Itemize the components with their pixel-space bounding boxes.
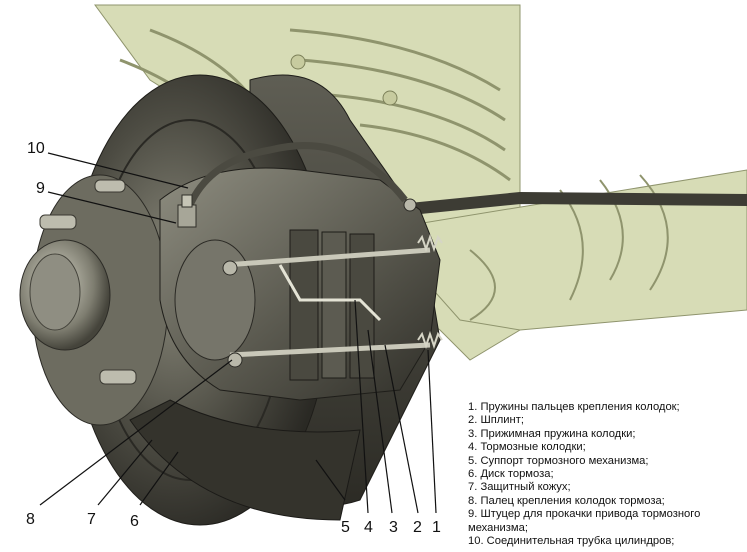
legend-item-8: 8. Палец крепления колодок тормоза; — [468, 494, 665, 507]
brake-cylinder — [174, 239, 256, 361]
leader-lines — [39, 152, 437, 514]
callout-1: 1 — [432, 519, 441, 536]
brake-pads — [289, 229, 375, 381]
callout-2: 2 — [413, 519, 422, 536]
callout-4: 4 — [364, 519, 373, 536]
brake-hose — [394, 191, 747, 216]
legend-item-6: 6. Диск тормоза; — [468, 468, 554, 481]
legend-item-1: 1. Пружины пальцев крепления колодок; — [468, 401, 680, 413]
wheel-studs — [39, 179, 137, 385]
legend-item-5: 5. Суппорт тормозного механизма; — [468, 454, 649, 467]
bleeder-fitting — [177, 194, 197, 228]
parts-legend: 1. Пружины пальцев крепления колодок; 2.… — [468, 401, 744, 548]
legend-item-9: 9. Штуцер для прокачки привода тормозног… — [468, 508, 701, 534]
legend-item-4: 4. Тормозные колодки; — [468, 441, 586, 454]
callout-6: 6 — [130, 513, 139, 530]
pin-springs — [417, 233, 443, 350]
legend-item-10: 10. Соединительная трубка цилиндров; — [468, 535, 675, 548]
legend-item-2: 2. Шплинт; — [468, 414, 524, 427]
callout-5: 5 — [341, 519, 350, 536]
pad-clamp-spring — [278, 264, 382, 322]
callout-8: 8 — [26, 511, 35, 528]
callout-3: 3 — [389, 519, 398, 536]
pad-retaining-pins — [224, 247, 431, 358]
callout-7: 7 — [87, 511, 96, 528]
callout-10: 10 — [27, 140, 45, 157]
callout-9: 9 — [36, 180, 45, 197]
legend-item-3: 3. Прижимная пружина колодки; — [468, 427, 636, 440]
cylinder-connecting-tube — [186, 142, 408, 207]
legend-item-7: 7. Защитный кожух; — [468, 481, 571, 494]
